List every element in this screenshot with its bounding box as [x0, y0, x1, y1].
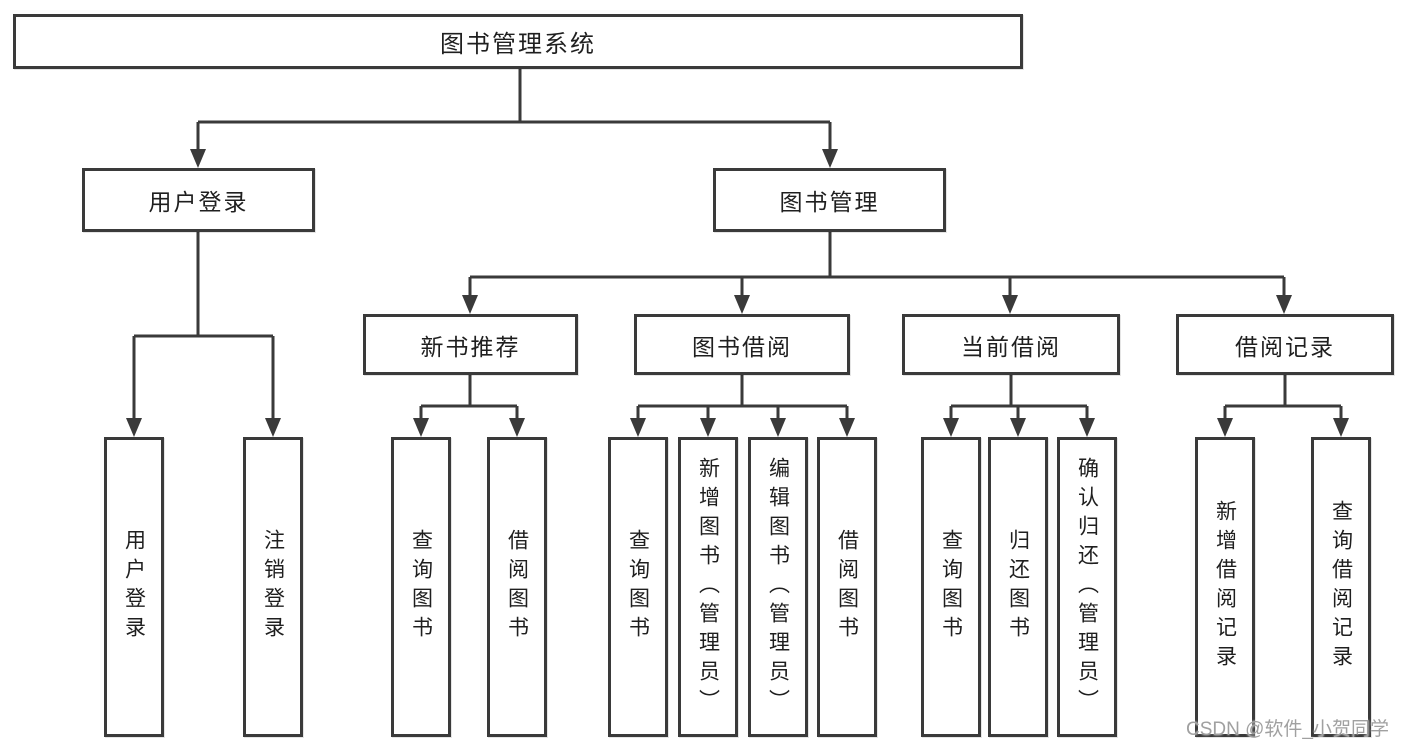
node-book-management: 图书管理 [713, 168, 946, 232]
leaf-newbooks-borrow-books-label: 借阅图书 [505, 529, 529, 645]
leaf-current-confirm-return-admin: 确认归还（管理员） [1057, 437, 1117, 737]
leaf-borrow-edit-books-admin-label: 编辑图书（管理员） [766, 456, 790, 718]
node-new-book-recommend-label: 新书推荐 [420, 333, 521, 360]
leaf-borrow-borrow-books-label: 借阅图书 [835, 529, 859, 645]
node-root-label: 图书管理系统 [440, 31, 596, 58]
leaf-records-query-record-label: 查询借阅记录 [1329, 500, 1353, 674]
leaf-current-query-books-label: 查询图书 [939, 529, 963, 645]
leaf-user-login-label: 用户登录 [122, 529, 146, 645]
node-root-system: 图书管理系统 [13, 14, 1023, 69]
leaf-current-return-books: 归还图书 [988, 437, 1048, 737]
node-user-login-label: 用户登录 [148, 189, 249, 215]
leaf-current-query-books: 查询图书 [921, 437, 981, 737]
node-user-login: 用户登录 [82, 168, 315, 232]
node-borrow-records-label: 借阅记录 [1235, 333, 1335, 360]
arrowheads [126, 149, 1349, 437]
leaf-current-return-books-label: 归还图书 [1006, 529, 1030, 645]
node-new-book-recommend: 新书推荐 [363, 314, 578, 375]
leaf-records-query-record: 查询借阅记录 [1311, 437, 1371, 737]
node-current-borrowing: 当前借阅 [902, 314, 1120, 375]
leaf-borrow-add-books-admin-label: 新增图书（管理员） [696, 456, 720, 718]
leaf-current-confirm-return-admin-label: 确认归还（管理员） [1075, 456, 1099, 718]
leaf-logout: 注销登录 [243, 437, 303, 737]
node-current-borrowing-label: 当前借阅 [961, 333, 1061, 360]
leaf-logout-label: 注销登录 [261, 529, 285, 645]
leaf-newbooks-query-books: 查询图书 [391, 437, 451, 737]
leaf-borrow-borrow-books: 借阅图书 [817, 437, 877, 737]
leaf-user-login: 用户登录 [104, 437, 164, 737]
leaf-records-add-record: 新增借阅记录 [1195, 437, 1255, 737]
node-book-management-label: 图书管理 [779, 189, 880, 215]
node-book-borrowing-label: 图书借阅 [692, 333, 792, 360]
leaf-newbooks-query-books-label: 查询图书 [409, 529, 433, 645]
csdn-watermark: CSDN @软件_小贺同学 [1186, 719, 1389, 740]
leaf-newbooks-borrow-books: 借阅图书 [487, 437, 547, 737]
leaf-borrow-query-books: 查询图书 [608, 437, 668, 737]
leaf-borrow-edit-books-admin: 编辑图书（管理员） [748, 437, 808, 737]
leaf-borrow-query-books-label: 查询图书 [626, 529, 650, 645]
leaf-records-add-record-label: 新增借阅记录 [1213, 500, 1237, 674]
leaf-borrow-add-books-admin: 新增图书（管理员） [678, 437, 738, 737]
node-borrow-records: 借阅记录 [1176, 314, 1394, 375]
node-book-borrowing: 图书借阅 [634, 314, 850, 375]
